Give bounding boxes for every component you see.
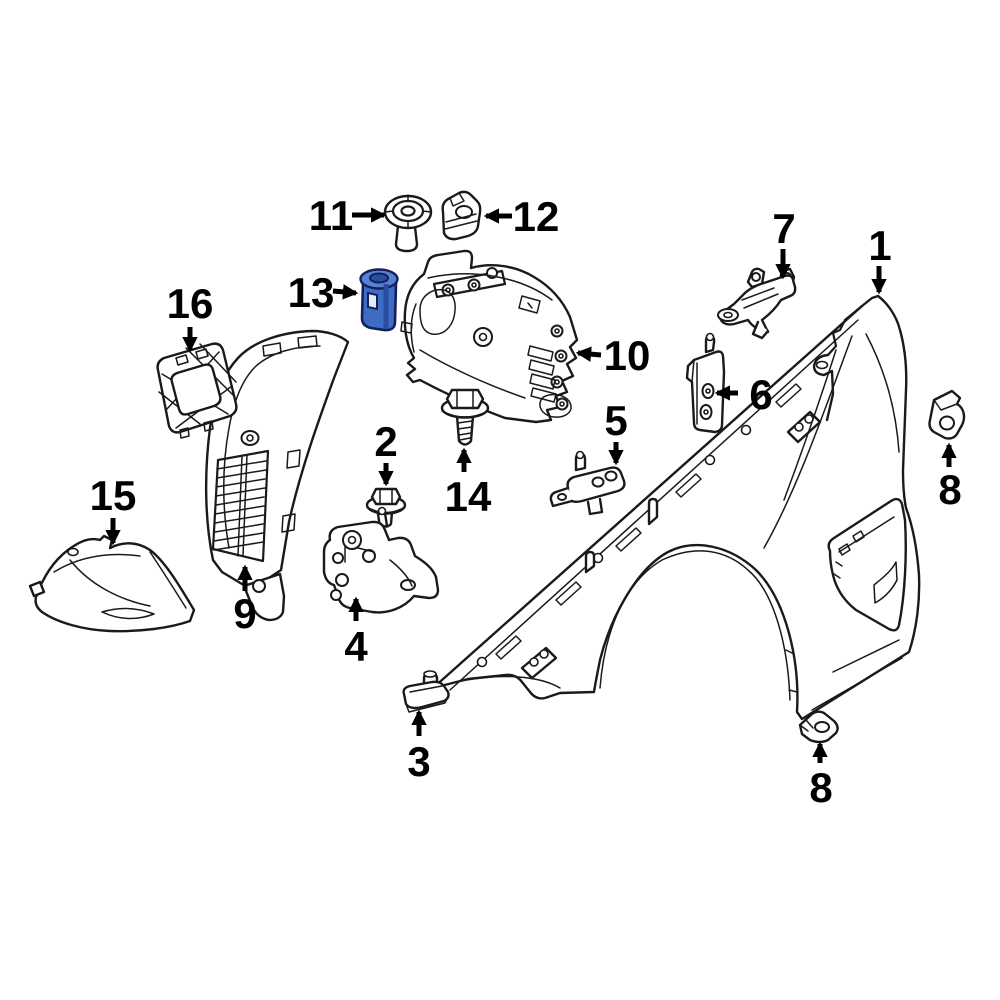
callout-arrows: [105, 207, 957, 763]
callout-label-4: 4: [344, 623, 368, 670]
callout-label-8-bottom: 8: [809, 764, 832, 811]
callout-label-10: 10: [604, 332, 651, 379]
part-11-grommet-nut: [383, 194, 433, 253]
callout-arrow-13: [332, 284, 359, 300]
part-15-lower-cover: [28, 534, 196, 633]
callout-label-6: 6: [749, 371, 772, 418]
part-7-bracket: [717, 267, 797, 340]
part-8-clip-bottom: [798, 710, 839, 744]
part-10-fender-liner-front: [400, 249, 579, 424]
part-3-clip: [402, 670, 450, 713]
part-1-fender: [431, 294, 921, 721]
callout-arrow-10: [575, 346, 602, 362]
part-9-fender-liner-rear: [204, 329, 350, 622]
part-6-bracket: [685, 332, 726, 434]
part-13-expansion-nut-highlighted: [359, 268, 399, 332]
callout-label-16: 16: [167, 280, 214, 327]
callout-label-9: 9: [233, 590, 256, 637]
part-4-bracket: [322, 506, 440, 614]
callout-label-7: 7: [772, 205, 795, 252]
callout-label-11: 11: [309, 192, 353, 239]
callout-label-14: 14: [445, 473, 492, 520]
part-16-mesh-panel: [156, 342, 238, 439]
callout-labels: 11 12 13 16 10 7 1 6 5 8 2 14 15 9 4 3 8: [90, 192, 962, 811]
callout-label-12: 12: [513, 193, 560, 240]
callout-label-2: 2: [374, 418, 397, 465]
part-8-clip-right: [928, 389, 966, 440]
callout-label-5: 5: [604, 397, 627, 444]
part-14-bolt: [440, 388, 490, 446]
callout-label-1: 1: [868, 222, 891, 269]
callout-label-13: 13: [288, 269, 335, 316]
part-12-cage-nut: [441, 190, 482, 241]
part-5-bracket: [549, 450, 626, 516]
callout-label-3: 3: [407, 738, 430, 785]
callout-label-8-right: 8: [938, 466, 961, 513]
callout-label-15: 15: [90, 472, 137, 519]
